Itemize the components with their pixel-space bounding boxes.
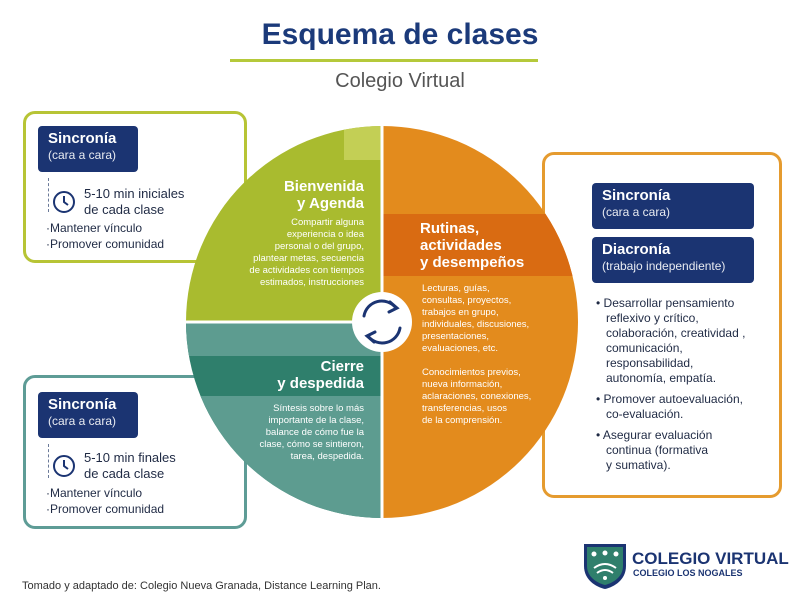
welcome-title: Bienvenida y Agenda [230, 178, 364, 212]
routines-text-line: transferencias, usos [422, 403, 508, 414]
bullet-line: colaboración, creatividad , [606, 326, 746, 340]
bullet-item: ·Promover comunidad [46, 502, 165, 516]
closing-text-line: tarea, despedida. [290, 451, 364, 462]
closing-text-line: balance de cómo fue la [265, 427, 364, 438]
closing-light-band [186, 322, 382, 356]
bullet-line: comunicación, [606, 341, 683, 355]
bullet-item: ·Mantener vínculo [46, 486, 143, 500]
bullet-line: responsabilidad, [606, 356, 694, 370]
closing-title-line: y despedida [277, 375, 364, 392]
routines-bullets: • Desarrollar pensamiento reflexivo y cr… [596, 296, 776, 473]
closing-text-line: importante de la clase, [268, 415, 364, 426]
page-subtitle: Colegio Virtual [335, 70, 465, 92]
class-cycle-circle [186, 126, 578, 518]
routines-text-line: nueva información, [422, 379, 503, 390]
clock-icon [53, 191, 75, 213]
bullet-line: • Desarrollar pensamiento [596, 296, 735, 310]
routines-title-line: y desempeños [420, 254, 525, 271]
closing-text-line: Síntesis sobre lo más [273, 403, 364, 414]
badge-subtitle: (cara a cara) [48, 148, 117, 162]
badge-title: Sincronía [602, 187, 671, 204]
badge-title: Diacronía [602, 241, 671, 258]
routines-text-line: trabajos en grupo, [422, 307, 499, 318]
routines-title-line: actividades [420, 237, 502, 254]
time-line-2: de cada clase [84, 202, 165, 217]
welcome-light-accent [344, 126, 382, 160]
welcome-text-line: personal o del grupo, [274, 241, 364, 252]
bullet-line: reflexivo y crítico, [606, 311, 699, 325]
routines-title-line: Rutinas, [420, 220, 480, 237]
routines-text-line: consultas, proyectos, [422, 295, 512, 306]
closing-sync-badge: Sincronía (cara a cara) [38, 392, 138, 438]
time-line-2: de cada clase [84, 466, 165, 481]
school-shield-logo [584, 544, 626, 589]
closing-text: Síntesis sobre lo más importante de la c… [214, 403, 364, 463]
routines-header-band [382, 214, 578, 276]
routines-text-a: Lecturas, guías, consultas, proyectos, t… [422, 283, 562, 355]
closing-text-line: clase, cómo se sintieron, [259, 439, 364, 450]
welcome-text-line: plantear metas, secuencia [253, 253, 364, 264]
routines-title: Rutinas, actividades y desempeños [420, 220, 550, 271]
closing-title: Cierre y despedida [230, 358, 364, 392]
opening-time: 5-10 min iniciales de cada clase [52, 186, 184, 218]
clock-icon [53, 455, 75, 477]
routines-sync-badge: Sincronía (cara a cara) [592, 183, 754, 229]
bullet-line: co-evaluación. [606, 407, 684, 421]
welcome-text-line: Compartir alguna [291, 217, 364, 228]
bullet-line: continua (formativa [606, 443, 709, 457]
welcome-title-line: Bienvenida [283, 178, 364, 195]
bullet-line: • Asegurar evaluación [596, 428, 713, 442]
cycle-arrows-icon [362, 299, 402, 345]
bullet-line: y sumativa). [606, 458, 671, 472]
welcome-text-line: experiencia o idea [286, 229, 364, 240]
badge-title: Sincronía [48, 396, 117, 413]
routines-text-line: Conocimientos previos, [422, 367, 521, 378]
routines-text-b: Conocimientos previos, nueva información… [422, 367, 562, 427]
routines-text-line: evaluaciones, etc. [422, 343, 499, 354]
welcome-text-line: de actividades con tiempos [249, 265, 364, 276]
bullet-group: • Asegurar evaluación continua (formativ… [596, 428, 776, 473]
bullet-group: • Desarrollar pensamiento reflexivo y cr… [596, 296, 776, 386]
source-credit: Tomado y adaptado de: Colegio Nueva Gran… [22, 580, 381, 592]
routines-text-line: presentaciones, [422, 331, 490, 342]
page-title: Esquema de clases [261, 18, 539, 51]
closing-title-line: Cierre [320, 358, 364, 375]
time-line-1: 5-10 min finales [84, 450, 176, 465]
welcome-text: Compartir alguna experiencia o idea pers… [214, 217, 364, 289]
opening-bullets: ·Mantener vínculo ·Promover comunidad [46, 220, 164, 252]
opening-sync-badge: Sincronía (cara a cara) [38, 126, 138, 172]
bullet-item: ·Promover comunidad [46, 237, 165, 251]
badge-subtitle: (cara a cara) [48, 414, 117, 428]
routines-text-line: Lecturas, guías, [422, 283, 490, 294]
bullet-line: autonomía, empatía. [606, 371, 717, 385]
bullet-line: • Promover autoevaluación, [596, 392, 743, 406]
badge-title: Sincronía [48, 130, 117, 147]
time-line-1: 5-10 min iniciales [84, 186, 185, 201]
routines-text-line: de la comprensión. [422, 415, 503, 426]
welcome-title-line: y Agenda [297, 195, 364, 212]
routines-diachrony-badge: Diacronía (trabajo independiente) [592, 237, 754, 283]
connector-line [48, 178, 49, 212]
welcome-text-line: estimados, instrucciones [259, 277, 364, 288]
connector-line [48, 444, 49, 478]
routines-text-line: aclaraciones, conexiones, [422, 391, 532, 402]
title-underline [230, 59, 538, 62]
closing-time: 5-10 min finales de cada clase [52, 450, 176, 482]
logo-sub-text: COLEGIO LOS NOGALES [633, 568, 743, 578]
closing-bullets: ·Mantener vínculo ·Promover comunidad [46, 485, 164, 517]
logo-main-text: COLEGIO VIRTUAL [632, 549, 789, 568]
badge-subtitle: (cara a cara) [602, 205, 671, 219]
bullet-group: • Promover autoevaluación, co-evaluación… [596, 392, 776, 422]
bullet-item: ·Mantener vínculo [46, 221, 143, 235]
badge-subtitle: (trabajo independiente) [602, 259, 726, 273]
routines-text-line: individuales, discusiones, [422, 319, 530, 330]
